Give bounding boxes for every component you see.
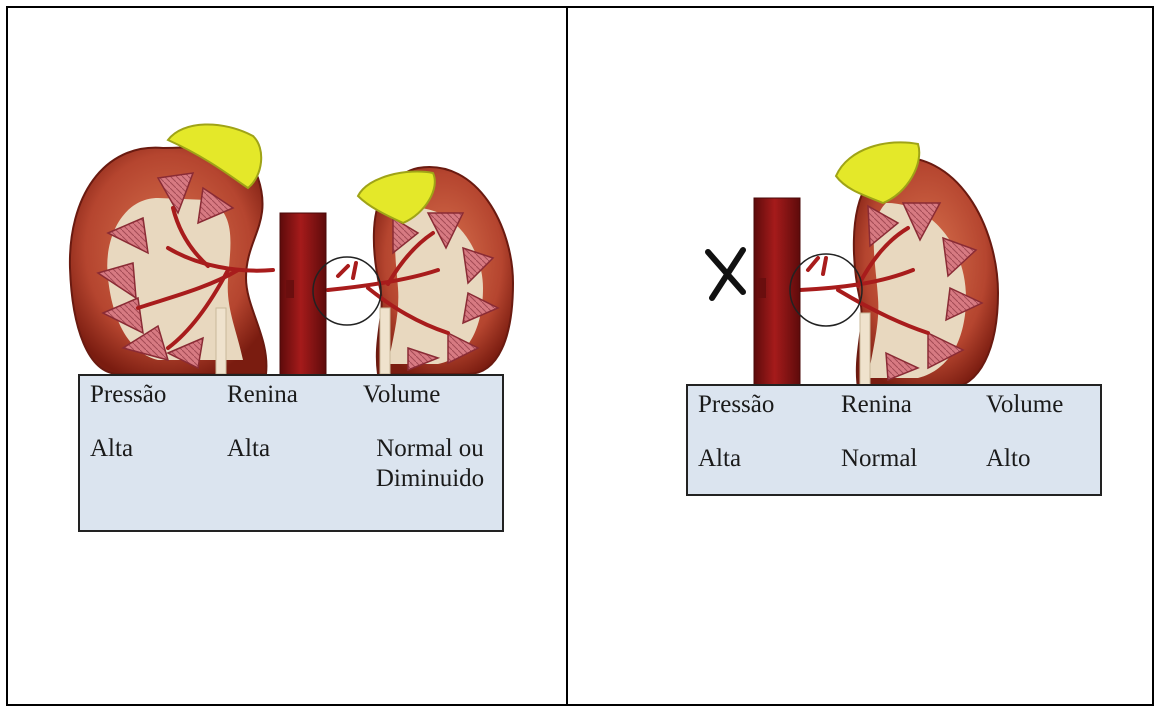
left-kidneys-illustration bbox=[8, 8, 566, 398]
left-header-renina: Renina bbox=[227, 380, 298, 410]
left-value-renina: Alta bbox=[227, 434, 270, 464]
right-value-volume: Alto bbox=[986, 444, 1030, 474]
right-header-volume: Volume bbox=[986, 390, 1063, 420]
left-info-table: Pressão Renina Volume Alta Alta Normal o… bbox=[78, 374, 504, 532]
right-kidney-illustration bbox=[568, 8, 1154, 398]
right-header-pressao: Pressão bbox=[698, 390, 774, 420]
right-value-pressao: Alta bbox=[698, 444, 741, 474]
left-panel: Pressão Renina Volume Alta Alta Normal o… bbox=[8, 8, 566, 698]
x-mark-icon bbox=[708, 250, 743, 298]
right-value-renina: Normal bbox=[841, 444, 917, 474]
right-header-renina: Renina bbox=[841, 390, 912, 420]
left-header-pressao: Pressão bbox=[90, 380, 166, 410]
right-info-table: Pressão Renina Volume Alta Normal Alto bbox=[686, 384, 1102, 496]
left-value-pressao: Alta bbox=[90, 434, 133, 464]
left-value-volume: Normal ou Diminuido bbox=[360, 434, 500, 494]
left-header-volume: Volume bbox=[363, 380, 440, 410]
right-panel: Pressão Renina Volume Alta Normal Alto bbox=[568, 8, 1154, 698]
